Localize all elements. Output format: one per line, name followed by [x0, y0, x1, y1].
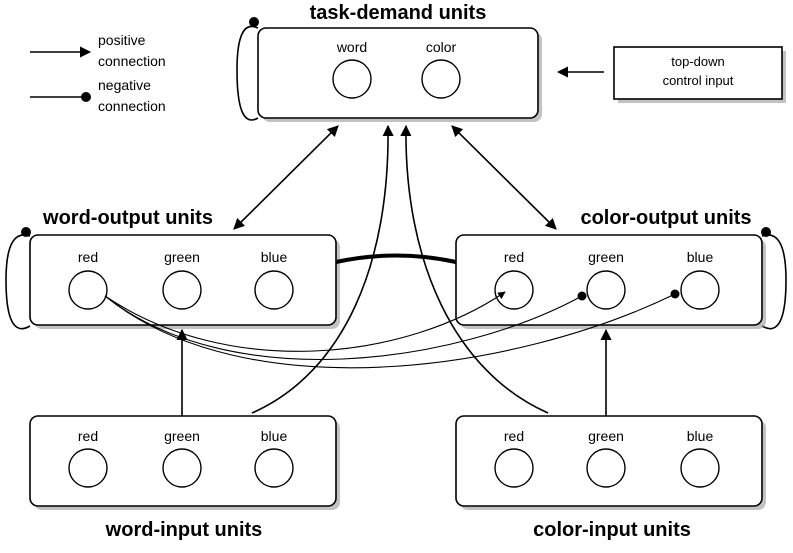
- control-input-box: [613, 46, 783, 100]
- task-unit-color-label: color: [426, 39, 457, 55]
- word-input-blue-unit: [254, 448, 294, 488]
- color-input-green-unit: [586, 448, 626, 488]
- task-demand-self-inhibition: [236, 25, 259, 121]
- word-input-to-task-arrow: [251, 124, 394, 414]
- word-output-self-inhibition-dot: [21, 227, 31, 237]
- cross-green-inhibit-dot: [577, 291, 587, 301]
- color-input-green-label: green: [588, 428, 624, 444]
- color-input-blue-unit: [680, 448, 720, 488]
- task-unit-word-label: word: [336, 39, 367, 55]
- cross-to-color-blue: [104, 293, 676, 369]
- color-output-self-inhibition: [761, 234, 787, 330]
- word-input-green-unit: [162, 448, 202, 488]
- color-output-green-unit: [586, 270, 626, 310]
- color-output-blue-label: blue: [687, 249, 714, 265]
- task-color-output-link: [451, 125, 557, 230]
- legend-positive-line2: connection: [98, 53, 166, 69]
- word-input-green-label: green: [164, 428, 200, 444]
- color-input-red-label: red: [504, 428, 524, 444]
- task-unit-word: [332, 59, 372, 99]
- color-input-to-task-arrow: [400, 124, 549, 414]
- color-output-blue-unit: [680, 270, 720, 310]
- word-input-red-unit: [68, 448, 108, 488]
- cross-blue-inhibit-dot: [670, 289, 680, 299]
- word-output-green-label: green: [164, 249, 200, 265]
- color-output-red-label: red: [504, 249, 524, 265]
- legend-negative-line2: connection: [98, 98, 166, 114]
- word-input-title: word-input units: [105, 519, 263, 541]
- task-unit-color: [421, 59, 461, 99]
- color-output-title: color-output units: [580, 207, 751, 229]
- output-mutual-inhibition: [335, 253, 457, 264]
- task-word-output-link: [233, 125, 339, 230]
- color-output-module: color-output units red green blue: [455, 207, 787, 330]
- color-output-red-unit: [494, 270, 534, 310]
- task-demand-module: task-demand units word color: [236, 2, 542, 122]
- cross-to-color-red: [104, 291, 506, 352]
- connections: [104, 124, 680, 416]
- word-output-module: word-output units red green blue: [5, 207, 340, 330]
- word-input-module: red green blue word-input units: [29, 415, 340, 541]
- color-output-self-inhibition-dot: [761, 227, 771, 237]
- word-input-blue-label: blue: [261, 428, 288, 444]
- control-line1: top-down: [671, 54, 724, 69]
- word-output-self-inhibition: [5, 234, 31, 330]
- task-demand-title: task-demand units: [310, 2, 487, 24]
- legend-positive-line1: positive: [98, 32, 146, 48]
- cross-to-color-green: [104, 295, 583, 361]
- top-down-control: top-down control input: [556, 46, 786, 103]
- legend-negative-line1: negative: [98, 77, 151, 93]
- word-output-green-unit: [162, 270, 202, 310]
- word-output-title: word-output units: [42, 207, 213, 229]
- color-input-blue-label: blue: [687, 428, 714, 444]
- color-input-red-unit: [494, 448, 534, 488]
- control-line2: control input: [663, 73, 734, 88]
- legend: positive connection negative connection: [30, 32, 166, 114]
- word-input-red-label: red: [78, 428, 98, 444]
- word-output-red-unit: [68, 270, 108, 310]
- task-demand-box: [257, 27, 539, 119]
- color-output-green-label: green: [588, 249, 624, 265]
- negative-connection-dot: [81, 92, 91, 102]
- task-demand-self-inhibition-dot: [249, 17, 259, 27]
- word-output-blue-unit: [254, 270, 294, 310]
- color-input-module: red green blue color-input units: [455, 415, 766, 541]
- word-output-blue-label: blue: [261, 249, 288, 265]
- color-input-title: color-input units: [533, 519, 691, 541]
- word-output-red-label: red: [78, 249, 98, 265]
